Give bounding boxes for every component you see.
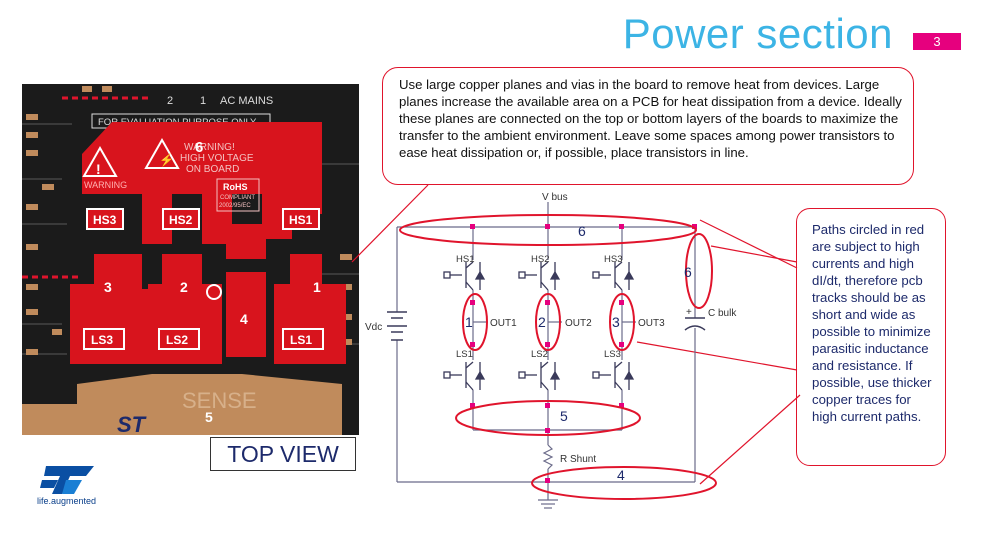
out3-label: OUT3 [638,318,665,329]
loop-6-top-number: 6 [578,223,586,239]
silk-rohs-directive: 2002/95/EC [219,203,251,209]
hs1-box [282,208,320,230]
vbus-label: V bus [542,192,568,203]
ls1-igbt-icon [443,361,486,391]
pcb-top-view-image: 2 1 AC MAINS FOR EVALUATION PURPOSE ONLY… [22,84,359,435]
ls3-box [83,328,125,350]
bulk-capacitor-icon [684,317,706,331]
high-current-loops [399,214,717,500]
hs3-igbt-icon [592,261,635,291]
silk-hv-line3: ON BOARD [186,164,239,175]
hs3-label: HS3 [93,213,117,227]
pcb-region-6: 6 [195,139,203,156]
pcb-region-4: 4 [240,311,248,327]
silk-warning: WARNING [84,180,127,190]
page-title: Power section [622,10,893,57]
copper-plane-6 [82,122,322,244]
vdc-label: Vdc [365,322,382,333]
ls2-label: LS2 [166,333,188,347]
ls1-label: LS1 [290,333,312,347]
ls1-box [282,328,324,350]
silk-rohs-compliant: COMPLIANT [220,195,255,201]
callout-heat-dissipation: Use large copper planes and vias in the … [382,67,914,185]
hs2-label: HS2 [169,213,193,227]
ls2-box [158,328,200,350]
loop-6-side-number: 6 [684,264,692,280]
out2-label: OUT2 [565,318,592,329]
svg-text:⚡: ⚡ [159,153,174,167]
silk-label-2: 2 [167,95,173,107]
st-logo-icon [40,466,94,494]
loop-5 [455,400,641,436]
silk-hv-line2: HIGH VOLTAGE [180,153,254,164]
silk-sense: SENSE [182,388,257,413]
pcb-region-2: 2 [180,279,188,295]
pcb-region-1: 1 [313,279,321,295]
pcb-region-5: 5 [205,409,213,425]
loop-3-number: 3 [612,314,620,330]
silk-label-ac-mains: AC MAINS [220,95,273,107]
pcb-drawing: 2 1 AC MAINS FOR EVALUATION PURPOSE ONLY… [22,84,359,435]
pcb-st-logo: ST [117,412,147,435]
silk-rohs: RoHS [223,182,248,192]
silk-label-1: 1 [200,95,206,107]
loop-1-number: 1 [465,314,473,330]
loop-2 [535,293,561,351]
high-voltage-icon [144,137,180,169]
loop-5-number: 5 [560,408,568,424]
logo-tagline: life.augmented [37,496,97,506]
schem-ls1-label: LS1 [456,349,473,360]
hs1-igbt-icon [443,261,486,291]
schem-ls3-label: LS3 [604,349,621,360]
loop-6-top [399,214,697,246]
schem-hs3-label: HS3 [604,254,622,265]
callout-high-current-paths: Paths circled in red are subject to high… [796,208,946,466]
hs3-box [86,208,124,230]
svg-text:!: ! [96,161,101,177]
pcb-region-3: 3 [104,279,112,295]
node-markers [470,224,697,483]
loop-6-side [685,233,713,309]
top-view-label: TOP VIEW [210,437,356,471]
out1-label: OUT1 [490,318,517,329]
loop-4-number: 4 [617,467,625,483]
mounting-hole-icon [206,284,222,300]
loop-4 [531,466,717,500]
transistor-symbols [443,261,635,391]
schem-hs2-label: HS2 [531,254,549,265]
vdc-battery-icon [387,311,407,341]
hs1-label: HS1 [289,213,313,227]
hs2-box [162,208,200,230]
silk-hv-line1: WARNING! [184,142,235,153]
ls3-label: LS3 [91,333,113,347]
loop-3 [609,293,635,351]
schem-ls2-label: LS2 [531,349,548,360]
ls2-igbt-icon [518,361,561,391]
page-number-badge: 3 [913,33,961,50]
copper-plane-4 [226,272,266,357]
callout-pointer-lines [351,184,801,485]
c-bulk-plus: + [686,307,692,318]
copper-plane-5 [22,374,342,435]
r-shunt-label: R Shunt [560,454,596,465]
warning-triangle-icon [82,145,118,177]
ls3-igbt-icon [592,361,635,391]
hs2-igbt-icon [518,261,561,291]
c-bulk-label: C bulk [708,308,737,319]
loop-2-number: 2 [538,314,546,330]
loop-1 [462,293,488,351]
schem-hs1-label: HS1 [456,254,474,265]
